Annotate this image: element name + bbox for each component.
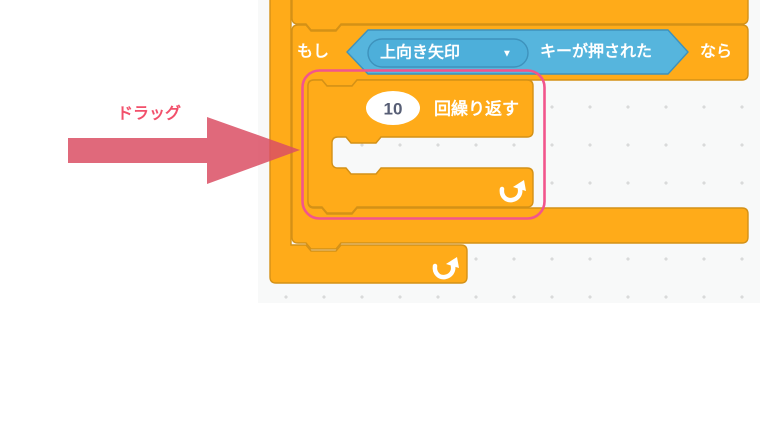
loop-arrow-icon [432, 257, 459, 280]
key-dropdown-value[interactable]: 上向き矢印 [380, 43, 460, 62]
key-pressed-label: キーが押された [540, 42, 652, 61]
repeat-count-input[interactable] [366, 91, 420, 125]
then-label: なら [700, 43, 732, 61]
loop-arrow-icon [499, 180, 526, 203]
if-label: もし [297, 43, 329, 61]
repeat-label: 回繰り返す [434, 99, 519, 119]
drag-label: ドラッグ [117, 104, 181, 123]
dropdown-arrow-icon[interactable]: ▼ [502, 49, 512, 60]
key-dropdown[interactable] [367, 38, 529, 68]
outer-loop-block[interactable] [269, 0, 468, 284]
repeat-count-value[interactable]: 10 [384, 100, 403, 119]
repeat-block[interactable] [307, 79, 534, 214]
drag-arrow [68, 117, 300, 184]
highlight-outline [301, 69, 546, 220]
